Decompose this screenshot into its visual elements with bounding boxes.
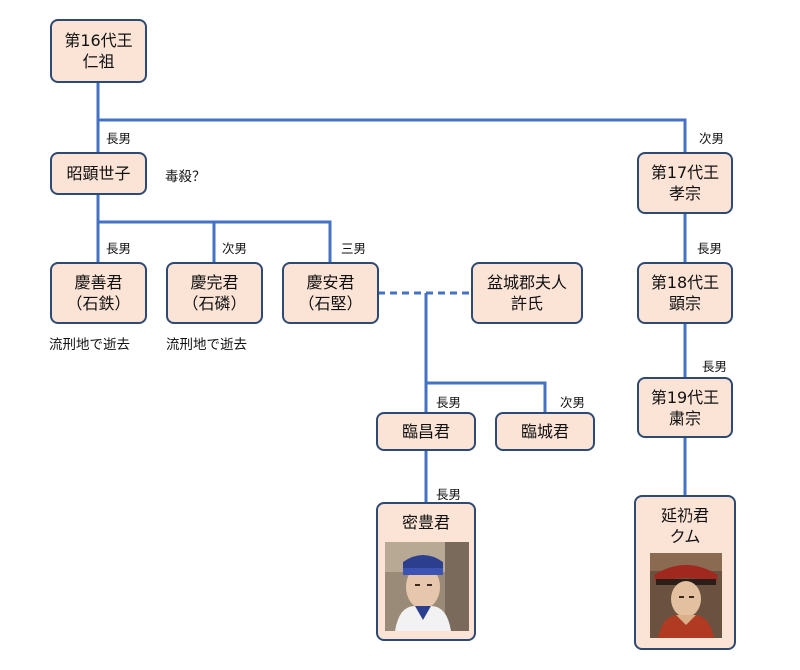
node-hyojong-name: 孝宗 bbox=[668, 184, 701, 203]
yeoning-portrait bbox=[650, 553, 722, 638]
node-heo-title: 盆城郡夫人 bbox=[486, 273, 567, 292]
node-milpung-name: 密豊君 bbox=[401, 513, 450, 532]
node-hyeonjong-name: 顕宗 bbox=[668, 294, 701, 313]
label-hyojong: 次男 bbox=[699, 131, 725, 146]
node-sukjong-title: 第19代王 bbox=[650, 387, 720, 407]
line-gyeongan-children bbox=[424, 293, 547, 412]
node-gyeongan-given-name: （石堅） bbox=[298, 294, 363, 313]
node-injo-name: 仁祖 bbox=[82, 52, 115, 71]
node-imseong: 臨城君 bbox=[495, 412, 595, 451]
label-sukjong: 長男 bbox=[702, 359, 728, 374]
node-gyeongseon-name: 慶善君 bbox=[74, 273, 123, 292]
node-yeoning-given-name: クム bbox=[669, 527, 701, 546]
node-sukjong: 第19代王 粛宗 bbox=[637, 377, 733, 438]
node-injo-title: 第16代王 bbox=[64, 31, 133, 50]
note-poison: 毒殺？ bbox=[165, 169, 206, 185]
note-exile-gyeongwan: 流刑地で逝去 bbox=[166, 337, 247, 353]
label-imchang: 長男 bbox=[436, 395, 462, 410]
node-hyeonjong-title: 第18代王 bbox=[650, 273, 720, 292]
label-milpung: 長男 bbox=[436, 487, 462, 502]
node-sohyeon-name: 昭顕世子 bbox=[66, 164, 131, 183]
node-injo: 第16代王 仁祖 bbox=[50, 19, 147, 83]
node-heo: 盆城郡夫人 許氏 bbox=[471, 262, 583, 324]
node-gyeongwan: 慶完君 （石磷） bbox=[166, 262, 263, 324]
label-hyeonjong: 長男 bbox=[697, 241, 723, 256]
label-gyeongwan: 次男 bbox=[222, 241, 248, 256]
node-imseong-name: 臨城君 bbox=[520, 422, 569, 441]
node-milpung: 密豊君 bbox=[376, 502, 476, 641]
node-gyeongseon: 慶善君 （石鉄） bbox=[50, 262, 147, 324]
node-sohyeon: 昭顕世子 bbox=[50, 152, 147, 195]
node-imchang-name: 臨昌君 bbox=[401, 422, 450, 441]
node-hyojong: 第17代王 孝宗 bbox=[637, 152, 733, 214]
label-gyeongseon: 長男 bbox=[106, 241, 132, 256]
node-gyeongan-name: 慶安君 bbox=[306, 273, 355, 292]
node-hyojong-title: 第17代王 bbox=[650, 163, 720, 182]
node-hyeonjong: 第18代王 顕宗 bbox=[637, 262, 733, 324]
node-yeoning: 延礽君 クム bbox=[634, 495, 736, 650]
milpung-portrait bbox=[385, 542, 469, 631]
node-imchang: 臨昌君 bbox=[376, 412, 476, 451]
node-gyeongwan-given-name: （石磷） bbox=[182, 294, 247, 313]
label-imseong: 次男 bbox=[560, 395, 586, 410]
note-exile-gyeongseon: 流刑地で逝去 bbox=[49, 337, 130, 353]
line-injo-children bbox=[96, 83, 687, 152]
node-sukjong-name: 粛宗 bbox=[668, 408, 701, 428]
node-gyeongwan-name: 慶完君 bbox=[190, 273, 239, 292]
node-gyeongan: 慶安君 （石堅） bbox=[282, 262, 379, 324]
label-gyeongan: 三男 bbox=[341, 241, 367, 256]
node-heo-name: 許氏 bbox=[510, 294, 543, 313]
node-gyeongseon-given-name: （石鉄） bbox=[66, 294, 131, 313]
node-yeoning-name: 延礽君 bbox=[660, 506, 709, 525]
label-sohyeon: 長男 bbox=[106, 131, 132, 146]
